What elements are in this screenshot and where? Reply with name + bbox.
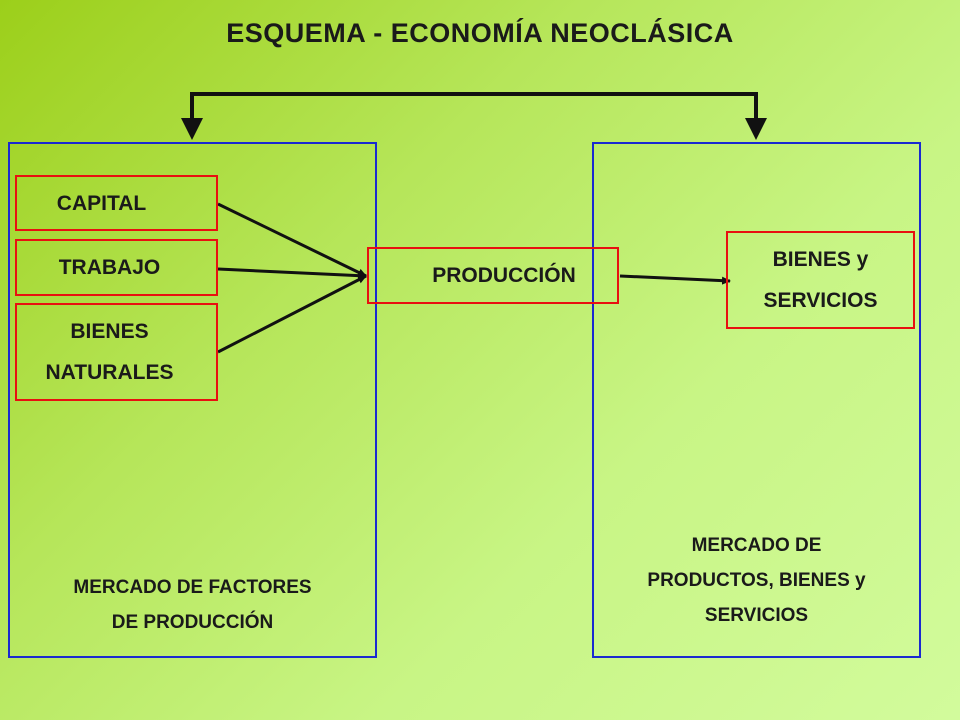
right-market-label-line3: SERVICIOS [704, 605, 809, 626]
capital-to-produccion-arrow [217, 202, 367, 278]
right-market-label-line1: MERCADO DE [691, 535, 822, 556]
bracket-arrow-left [181, 118, 203, 140]
trabajo-box: TRABAJO [15, 239, 218, 296]
capital-label: CAPITAL [56, 191, 147, 215]
diagram-title: ESQUEMA - ECONOMÍA NEOCLÁSICA [226, 18, 734, 48]
left-market-label-line1: MERCADO DE FACTORES [73, 577, 312, 598]
bienes-servicios-line1: BIENES y [772, 248, 869, 271]
trabajo-label: TRABAJO [58, 256, 161, 279]
right-market-label-line2: PRODUCTOS, BIENES y [647, 570, 866, 591]
right-market-panel: MERCADO DE PRODUCTOS, BIENES y SERVICIOS [592, 142, 921, 658]
bienes-servicios-label: BIENES y SERVICIOS [764, 239, 878, 321]
left-market-label: MERCADO DE FACTORES DE PRODUCCIÓN [10, 570, 375, 640]
bienes-servicios-box: BIENES y SERVICIOS [726, 231, 915, 329]
left-market-panel: MERCADO DE FACTORES DE PRODUCCIÓN [8, 142, 377, 658]
bienes-naturales-label: BIENES NATURALES [46, 311, 174, 393]
bienes-naturales-box: BIENES NATURALES [15, 303, 218, 401]
produccion-box: PRODUCCIÓN [367, 247, 619, 304]
produccion-to-bienes-arrow [619, 274, 731, 285]
produccion-label: PRODUCCIÓN [432, 264, 576, 287]
bienes-servicios-line2: SERVICIOS [763, 289, 878, 312]
bracket-arrow-right [745, 118, 767, 140]
trabajo-to-produccion-arrow [217, 267, 367, 280]
capital-box: CAPITAL [15, 175, 218, 231]
left-market-label-line2: DE PRODUCCIÓN [111, 612, 274, 633]
bienes-naturales-line1: BIENES [70, 320, 149, 343]
right-market-label: MERCADO DE PRODUCTOS, BIENES y SERVICIOS [594, 528, 919, 633]
bienes-naturales-line2: NATURALES [45, 361, 174, 384]
market-bracket-line [190, 92, 758, 120]
naturales-to-produccion-arrow [217, 274, 367, 354]
